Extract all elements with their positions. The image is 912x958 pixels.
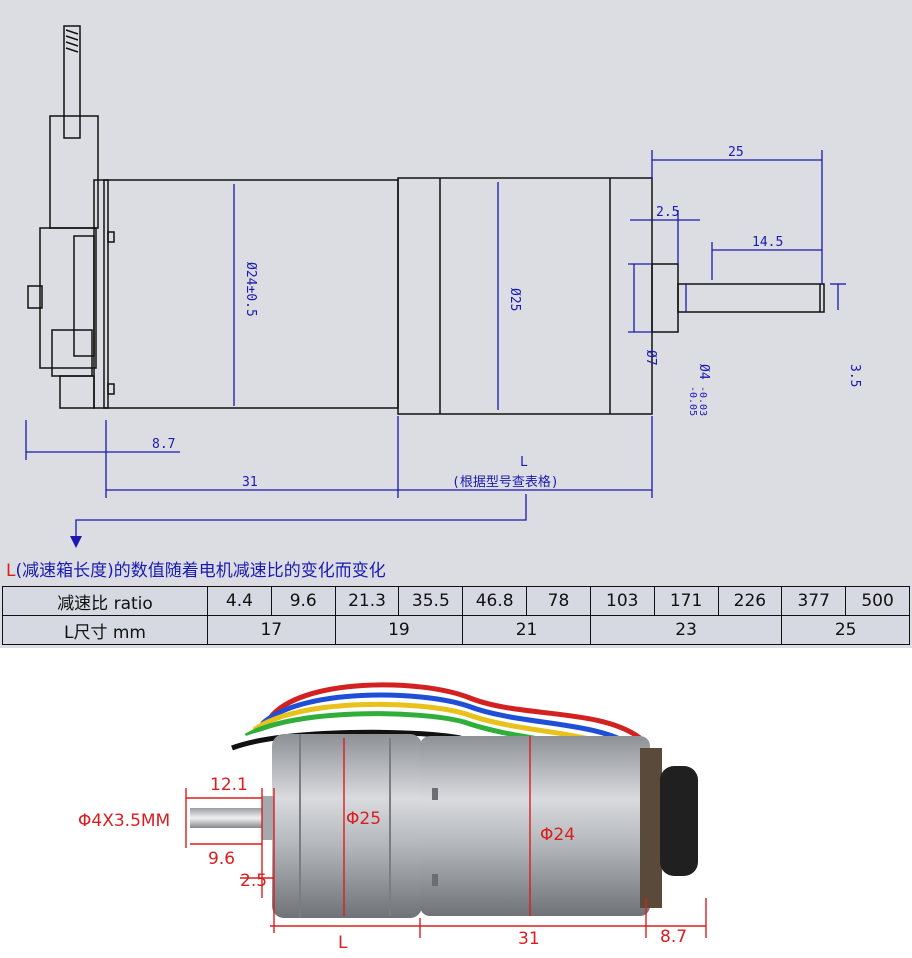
dim-14-5: 14.5: [752, 235, 783, 250]
photo-dim-12-1: 12.1: [210, 775, 248, 795]
ratio-length-table: 减速比 ratio 4.4 9.6 21.3 35.5 46.8 78 103 …: [2, 586, 910, 645]
shaft-boss: [651, 263, 679, 333]
photo-shaft: [190, 808, 274, 828]
dim-phi24: Ø24±0.5: [243, 262, 258, 317]
table-row-ratio: 减速比 ratio 4.4 9.6 21.3 35.5 46.8 78 103 …: [2, 586, 910, 616]
gearbox-body: [397, 177, 653, 415]
ratio-cell: 46.8: [462, 586, 528, 616]
photo-dim-31: 31: [518, 929, 540, 949]
ratio-cell: 4.4: [207, 586, 272, 616]
dimension-lines: [25, 150, 846, 548]
photo-dim-8-7: 8.7: [660, 927, 687, 947]
photo-dim-2-5: 2.5: [240, 871, 267, 891]
dim-2-5: 2.5: [656, 205, 679, 220]
ratio-cell: 171: [653, 586, 719, 616]
length-cell: 19: [334, 615, 464, 645]
length-cell: 21: [462, 615, 591, 645]
encoder-assembly: [27, 25, 99, 409]
dim-tol-top: -0.03: [697, 386, 708, 416]
photo-dim-phi24: Φ24: [540, 825, 575, 845]
photo-dim-shaft: Φ4X3.5MM: [78, 811, 170, 831]
note-prefix: L: [6, 561, 16, 581]
dim-L-note: (根据型号查表格): [452, 474, 559, 490]
table-row-length: L尺寸 mm 17 19 21 23 25: [2, 615, 910, 645]
ratio-cell: 500: [845, 586, 910, 616]
length-cell: 17: [207, 615, 336, 645]
dim-8-7: 8.7: [152, 437, 175, 452]
ratio-cell: 226: [717, 586, 783, 616]
photo-dim-phi25: Φ25: [346, 809, 381, 829]
technical-drawing: 25 2.5 14.5 Ø24±0.5 Ø25 Ø7 Ø4 -0.03 -0.0…: [25, 25, 862, 548]
photo-dim-L: L: [338, 933, 348, 953]
ratio-header: 减速比 ratio: [2, 586, 208, 616]
output-shaft: [677, 283, 825, 313]
photo-dim-9-6: 9.6: [208, 849, 235, 869]
photo-dimensions: [185, 736, 707, 938]
dim-3-5: 3.5: [847, 364, 862, 387]
ratio-cell: 35.5: [398, 586, 464, 616]
ratio-cell: 21.3: [334, 586, 400, 616]
length-cell: 23: [589, 615, 783, 645]
ratio-cell: 377: [781, 586, 847, 616]
dim-tol-bot: -0.05: [687, 386, 698, 416]
length-cell: 25: [781, 615, 910, 645]
motor-photo: 12.1 Φ4X3.5MM Φ25 Φ24 9.6 2.5 L 31 8.7: [0, 648, 912, 958]
dim-L: L: [520, 455, 528, 470]
ratio-cell: 103: [589, 586, 655, 616]
length-header: L尺寸 mm: [2, 615, 208, 645]
photo-encoder: [640, 748, 662, 908]
photo-gearbox: [272, 734, 422, 918]
ratio-cell: 9.6: [270, 586, 336, 616]
note-text: (减速箱长度)的数值随着电机减速比的变化而变化: [15, 561, 386, 581]
photo-motor-body: [420, 736, 650, 916]
dim-31: 31: [242, 475, 258, 490]
length-note: L(减速箱长度)的数值随着电机减速比的变化而变化: [6, 556, 386, 581]
dim-phi7: Ø7: [643, 350, 658, 366]
ratio-cell: 78: [526, 586, 591, 616]
dim-phi25: Ø25: [507, 288, 522, 311]
dim-25: 25: [728, 145, 744, 160]
dim-phi4: Ø4: [696, 364, 711, 380]
